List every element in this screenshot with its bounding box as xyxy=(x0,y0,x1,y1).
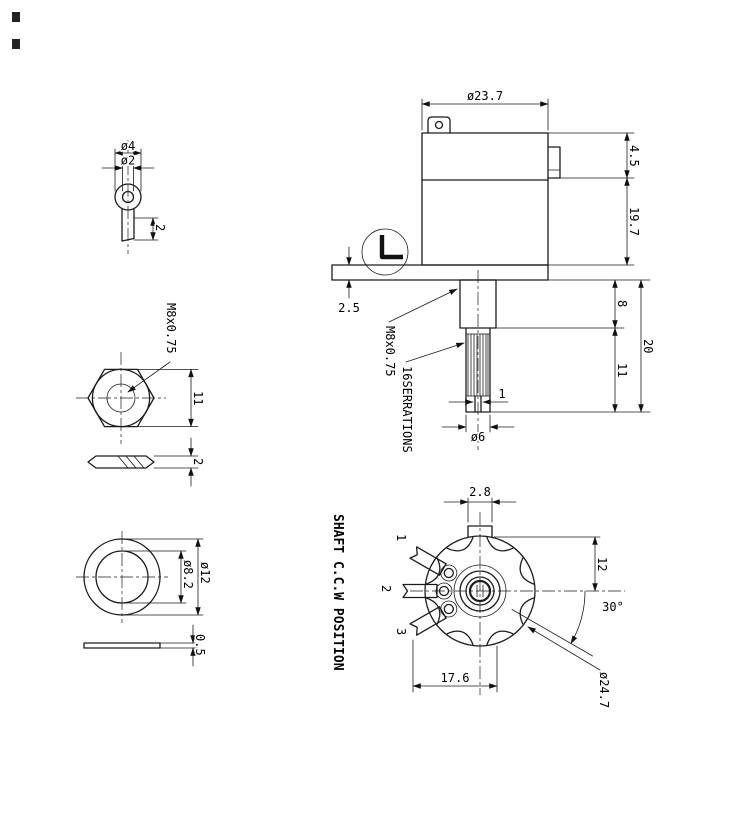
shaft-serrations xyxy=(465,333,491,397)
dim-lug-hole-dia: ø2 xyxy=(121,154,135,168)
dim-bracket-height: 4.5 xyxy=(627,145,641,167)
dim-washer-thickness: 0.5 xyxy=(193,634,207,656)
dim-washer-outer-dia: ø12 xyxy=(198,562,212,584)
terminal-3-number: 3 xyxy=(394,628,408,635)
terminal-lug-view: ø4 ø2 2 xyxy=(101,137,169,254)
nut-thread-label: M8x0.75 xyxy=(164,303,178,354)
dim-washer-inner-dia: ø8.2 xyxy=(181,560,195,589)
dim-shaft-dia: ø6 xyxy=(471,430,485,444)
lug-dimensions: ø4 ø2 2 xyxy=(101,137,169,241)
terminal-lug-3 xyxy=(408,544,461,585)
dim-nut-across-flats: 11 xyxy=(191,391,205,405)
anti-rotation-tab xyxy=(467,525,493,538)
hex-nut-view: M8x0.75 11 2 xyxy=(76,301,207,487)
mounting-tab-hole xyxy=(434,120,444,130)
nut-thickness-dimension: 2 xyxy=(153,437,207,487)
nut-dimensions: 11 xyxy=(137,368,207,428)
washer-side-profile xyxy=(83,642,161,649)
serration-note-label: 16SERRATIONS xyxy=(400,366,414,453)
dim-terminal-angle: 30° xyxy=(602,600,624,614)
dim-slot-width: 1 xyxy=(498,387,505,401)
rear-view-dimensions: 2.8 12 30° ø24.7 17.6 xyxy=(412,483,625,710)
rear-crimp-lobes xyxy=(425,536,535,646)
corner-marks xyxy=(12,12,20,49)
body-side-view: ø23.7 4.5 19.7 8 11 20 2.5 M8x0.75 xyxy=(331,87,657,454)
dim-lug-head-dia: ø4 xyxy=(121,139,135,153)
washer-thickness-dimension: 0.5 xyxy=(159,624,209,667)
dim-tab-offset: 12 xyxy=(595,557,609,571)
detail-callout-circle xyxy=(361,228,409,276)
terminal-2-number: 2 xyxy=(379,585,393,592)
dim-rear-body-dia: ø24.7 xyxy=(597,672,611,708)
nut-side-profile xyxy=(87,455,155,469)
side-bracket xyxy=(547,146,561,179)
dim-body-dia: ø23.7 xyxy=(467,89,503,103)
rear-view: 1 2 3 SHAFT C.C.W POSITION 2.8 12 30° ø2… xyxy=(329,483,626,710)
shaft-position-caption: SHAFT C.C.W POSITION xyxy=(330,514,345,671)
dim-shaft-length: 20 xyxy=(641,339,655,353)
terminal-1-number: 1 xyxy=(394,534,408,541)
nut-thread-leader xyxy=(127,361,171,393)
dim-bushing-length: 8 xyxy=(615,300,629,307)
dim-nut-thickness: 2 xyxy=(191,458,205,465)
dim-tab-width: 2.8 xyxy=(469,485,491,499)
terminal-lug-1 xyxy=(408,597,461,638)
dim-body-height: 19.7 xyxy=(627,207,641,236)
pot-body-outline xyxy=(421,132,549,266)
washer-dimensions: ø12 ø8.2 xyxy=(121,538,214,616)
washer-view: ø12 ø8.2 0.5 xyxy=(76,531,214,667)
bushing-thread-label: M8x0.75 xyxy=(383,326,397,377)
dim-serration-length: 11 xyxy=(615,363,629,377)
mounting-tab xyxy=(427,116,451,134)
side-view-dimensions: ø23.7 4.5 19.7 8 11 20 2.5 M8x0.75 xyxy=(337,87,657,454)
dim-terminal-span: 17.6 xyxy=(441,671,470,685)
dim-lug-stem-width: 2 xyxy=(153,224,167,231)
dim-flange-thickness: 2.5 xyxy=(338,301,360,315)
bent-terminal-detail xyxy=(379,235,403,260)
